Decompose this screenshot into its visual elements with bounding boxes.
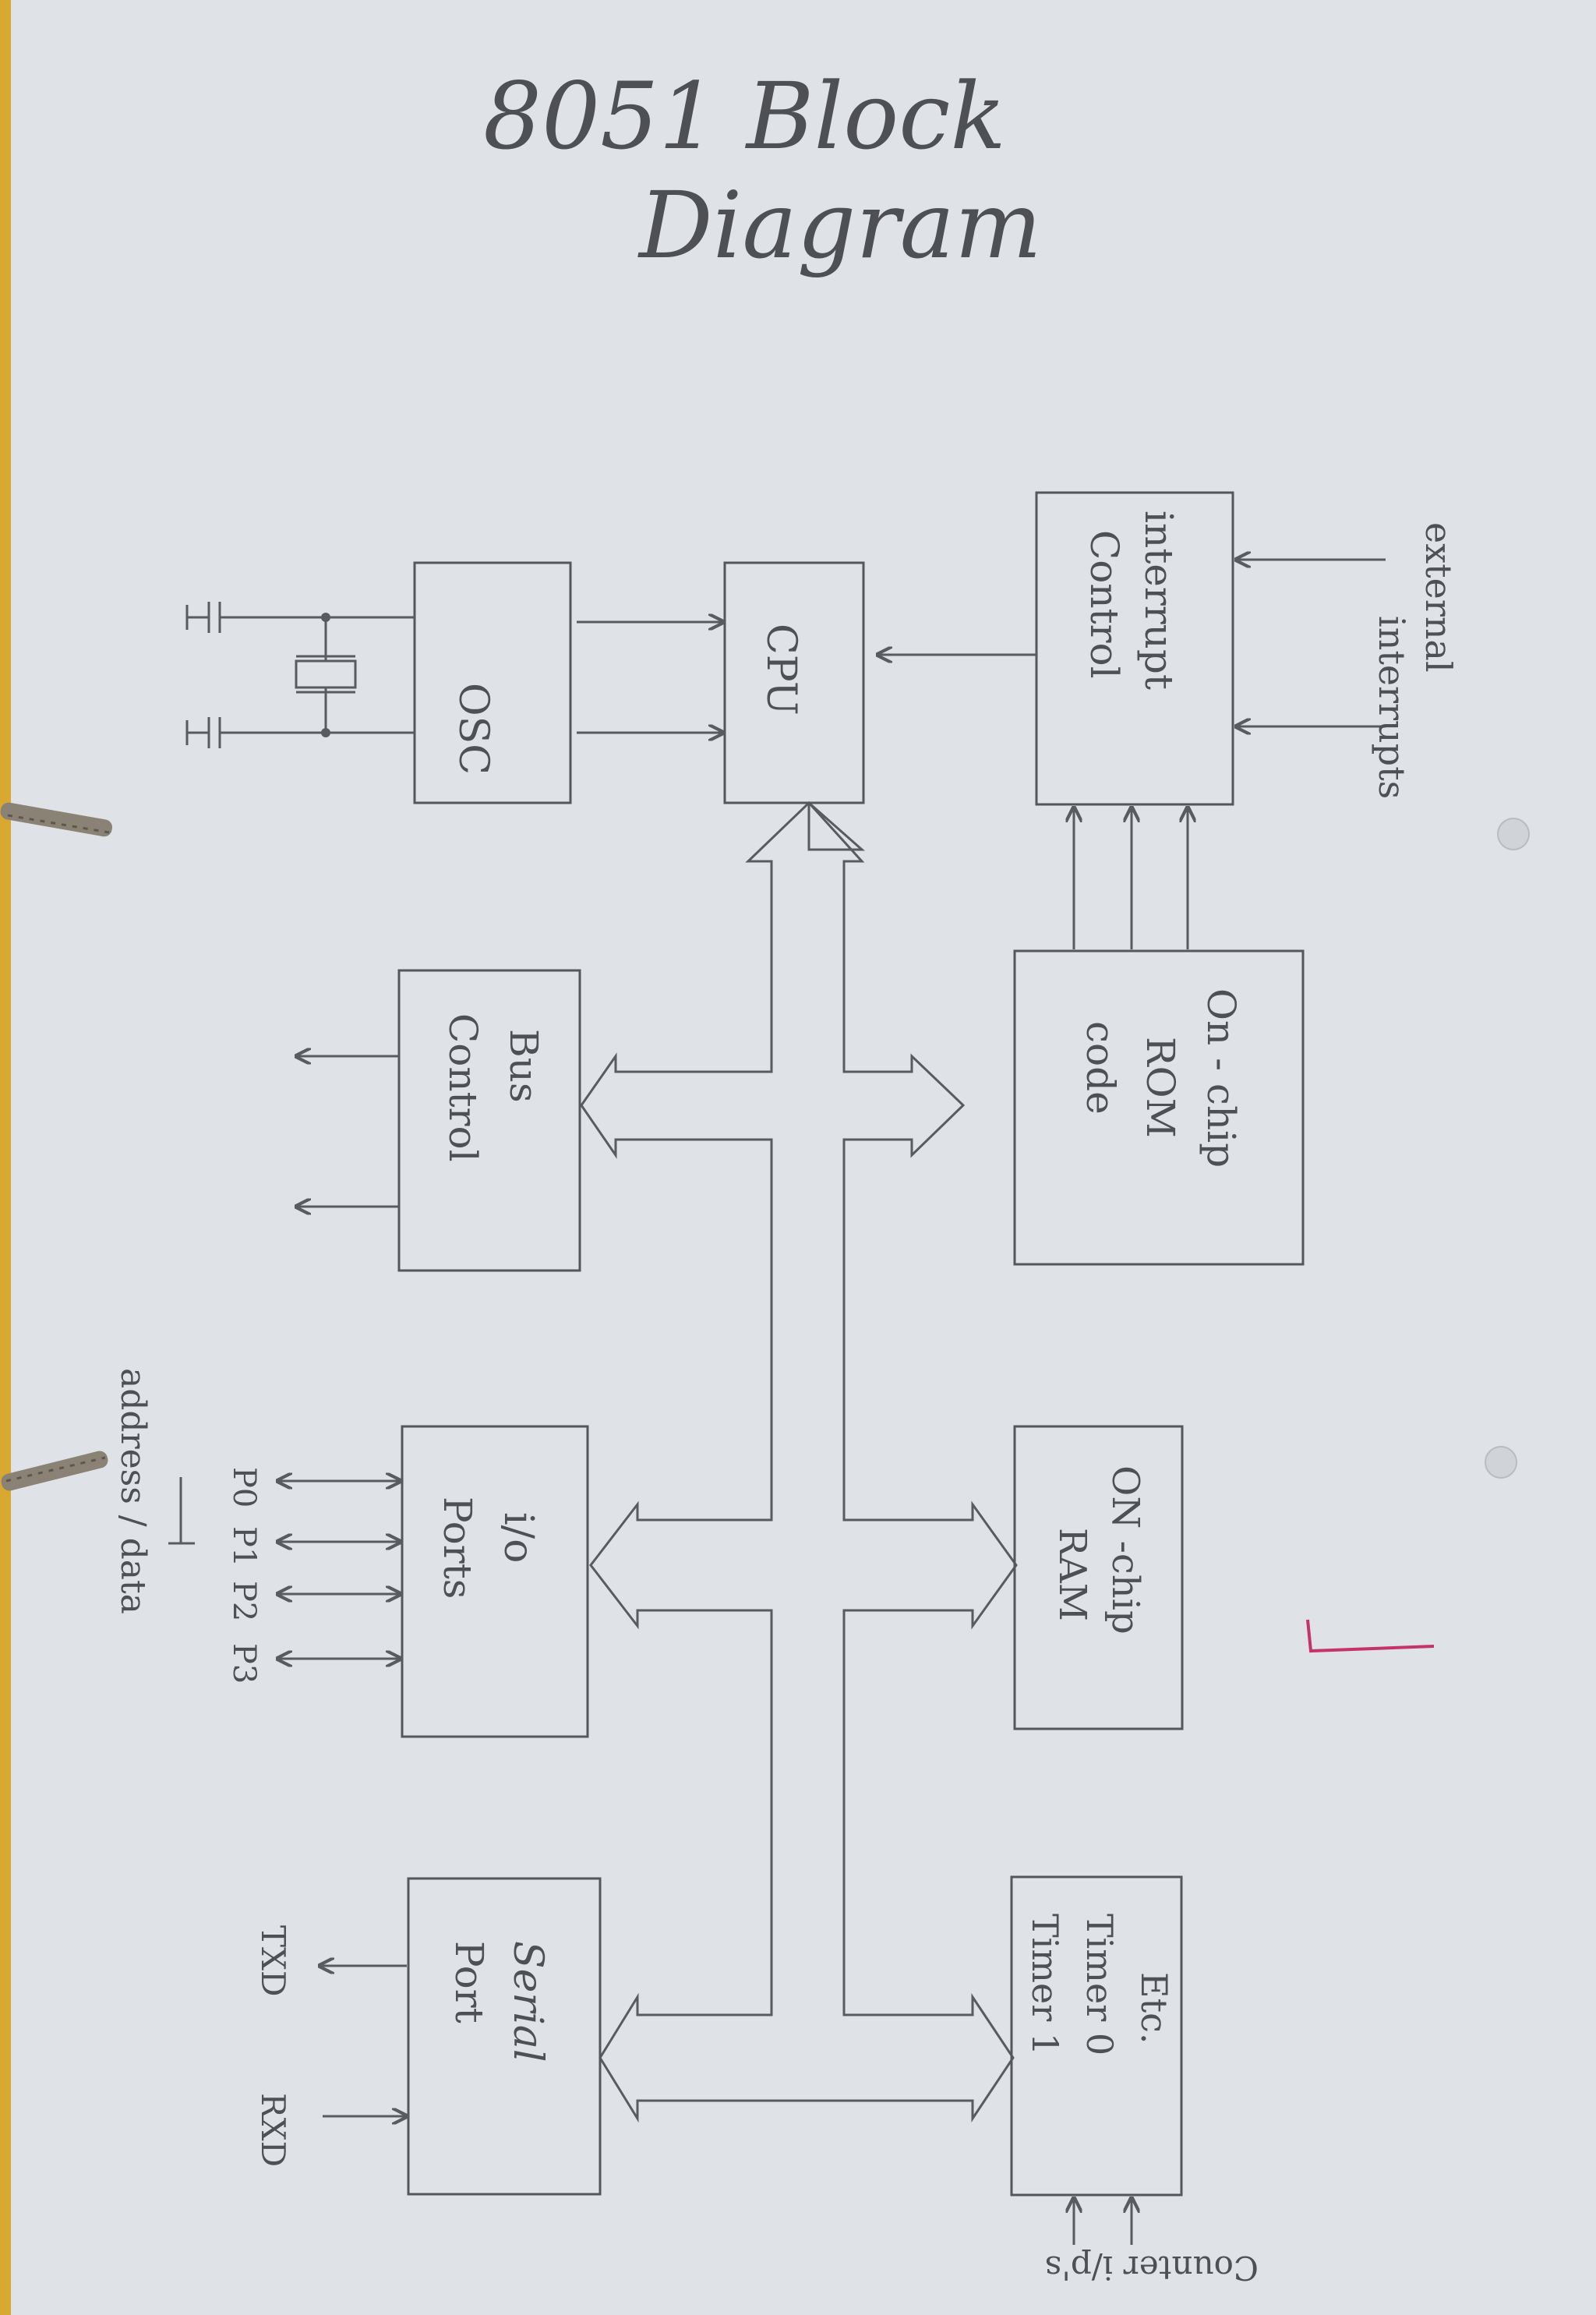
osc-block [413,561,572,804]
external-interrupts-label-1: external [1418,522,1460,673]
title-line-1: 8051 Block [483,62,1006,170]
rom-label-3: code [1078,1021,1123,1115]
port-p2-label: P2 [226,1581,262,1621]
bus-control-label-2: Control [440,1013,486,1162]
io-ports-label-2: Ports [435,1497,480,1599]
interrupt-control-label-1: interrupt [1136,511,1181,690]
rom-label-2: ROM [1138,1037,1183,1138]
timers-label-2: Timer 0 [1079,1914,1121,2055]
cpu-block [723,561,865,804]
timers-block [1010,1875,1183,2197]
cpu-label: CPU [757,624,804,716]
interrupt-control-label-2: Control [1082,530,1127,679]
internal-bus [580,801,1018,2123]
title-line-2: Diagram [637,171,1042,279]
port-p0-label: P0 [226,1467,262,1507]
serial-port-block [407,1877,602,2196]
port-p1-label: P1 [226,1526,262,1567]
bus-control-label-1: Bus [501,1029,546,1103]
binder-screw-bottom [1,1451,108,1491]
io-ports-block [401,1425,589,1738]
ram-label-2: RAM [1050,1528,1094,1621]
bus-control-block [397,969,581,1272]
rxd-label: RXD [254,2093,292,2167]
rom-block [1013,949,1305,1266]
io-ports-label-1: i/o [495,1512,542,1563]
punch-hole-top [1497,818,1530,850]
check-mark [1306,1619,1435,1653]
serial-port-label-1: Serial [504,1941,551,2062]
punch-hole-bottom [1485,1446,1517,1479]
timers-label-1: Etc. [1133,1972,1175,2044]
txd-label: TXD [254,1925,292,1997]
rom-label-1: On - chip [1199,988,1244,1168]
timers-label-3: Timer 1 [1024,1914,1066,2055]
osc-label: OSC [450,683,496,775]
ram-block [1013,1425,1184,1730]
port-p3-label: P3 [226,1643,262,1684]
address-data-label: address / data [113,1368,153,1614]
p0-p2-bracket [168,1477,195,1545]
serial-port-label-2: Port [447,1941,492,2023]
crystal-oscillator-circuit [185,602,415,748]
ram-label-1: ON -chip [1103,1465,1147,1635]
interrupt-control-block [1035,491,1234,806]
external-interrupts-label-2: interrupts [1371,616,1413,799]
counter-inputs-label: Counter i/p's [1045,2249,1259,2287]
binder-screw-top [0,802,113,837]
